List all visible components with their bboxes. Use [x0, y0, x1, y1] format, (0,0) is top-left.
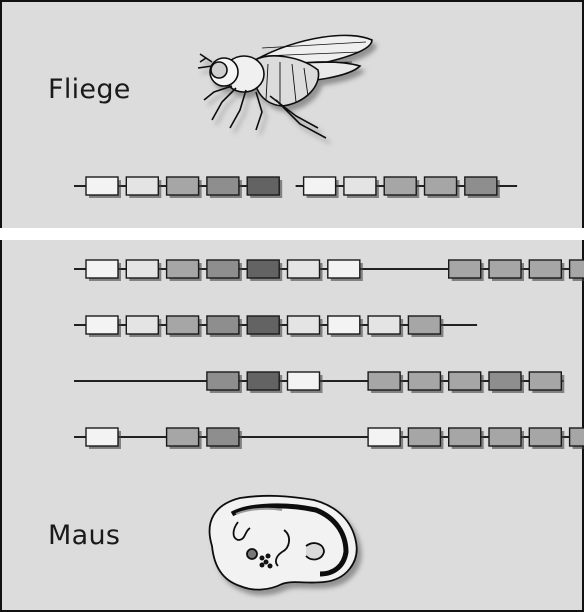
mouse-gene-box — [488, 371, 522, 391]
mouse-gene-box — [246, 259, 280, 279]
mouse-gene-box — [448, 259, 482, 279]
mouse-gene-box — [367, 371, 401, 391]
fly-gene-box — [423, 176, 458, 196]
fly-gene-box — [343, 176, 377, 196]
fly-label: Fliege — [48, 74, 131, 105]
mouse-gene-box — [488, 259, 522, 279]
mouse-gene-box — [206, 315, 240, 335]
mouse-gene-box — [286, 371, 321, 391]
fly-gene-box — [165, 176, 200, 196]
mouse-gene-box — [448, 371, 482, 391]
mouse-gene-box — [286, 259, 321, 279]
fly-gene-box — [302, 176, 337, 196]
mouse-gene-box — [206, 427, 240, 447]
mouse-gene-box — [407, 371, 442, 391]
mouse-gene-box — [568, 259, 584, 279]
fly-gene-box — [383, 176, 417, 196]
mouse-gene-box — [286, 315, 321, 335]
gene-clusters — [74, 176, 584, 449]
mouse-gene-box — [165, 315, 200, 335]
fly-gene-box — [125, 176, 160, 196]
mouse-gene-box — [206, 259, 240, 279]
mouse-gene-box — [448, 427, 482, 447]
fly-gene-box — [85, 176, 119, 196]
fly-gene-box — [206, 176, 240, 196]
mouse-gene-box — [568, 427, 584, 447]
mouse-gene-box — [407, 315, 442, 335]
mouse-embryo-icon — [208, 494, 358, 591]
mouse-gene-box — [125, 315, 160, 335]
mouse-gene-box — [367, 427, 401, 447]
mouse-gene-box — [367, 315, 401, 335]
mouse-gene-box — [327, 259, 361, 279]
mouse-gene-box — [246, 315, 280, 335]
fly-gene-box — [246, 176, 280, 196]
fly-icon — [197, 34, 373, 139]
mouse-gene-box — [206, 371, 240, 391]
fly-gene-box — [464, 176, 498, 196]
mouse-label: Maus — [48, 520, 121, 551]
mouse-gene-box — [85, 315, 119, 335]
mouse-gene-box — [125, 259, 160, 279]
mouse-gene-box — [85, 427, 119, 447]
mouse-gene-box — [407, 427, 442, 447]
mouse-gene-box — [165, 259, 200, 279]
mouse-gene-box — [528, 427, 562, 447]
mouse-gene-box — [528, 259, 562, 279]
mouse-gene-box — [246, 371, 280, 391]
mouse-gene-box — [85, 259, 119, 279]
mouse-gene-box — [165, 427, 200, 447]
mouse-gene-box — [528, 371, 562, 391]
mouse-gene-box — [327, 315, 361, 335]
mouse-gene-box — [488, 427, 522, 447]
